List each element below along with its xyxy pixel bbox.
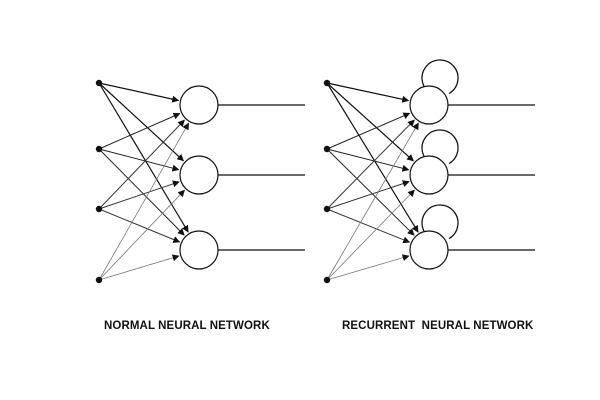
connection-arrow: [98, 112, 181, 150]
connection-arrow: [326, 148, 410, 172]
neuron-node: [409, 85, 449, 125]
input-node: [323, 145, 331, 153]
neuron-node: [179, 230, 219, 270]
connection-arrow: [326, 208, 411, 244]
connection-arrow: [326, 82, 414, 162]
connection-arrow: [98, 82, 185, 162]
input-node: [95, 79, 103, 87]
connection-arrow: [98, 82, 180, 103]
input-node: [323, 276, 331, 284]
connection-arrow: [98, 148, 180, 172]
input-node: [323, 205, 331, 213]
connection-arrow: [326, 148, 415, 236]
neuron-node: [409, 155, 449, 195]
recurrent-loop-arrow: [421, 59, 459, 95]
connection-arrow: [326, 82, 419, 233]
connection-arrow: [98, 189, 185, 281]
connection-arrow: [326, 112, 411, 150]
connection-arrow: [326, 254, 410, 281]
connection-arrow: [326, 82, 410, 103]
connection-arrow: [98, 82, 189, 233]
connection-arrow: [326, 180, 410, 210]
neuron-node: [179, 85, 219, 125]
connection-arrow: [326, 119, 415, 210]
recurrent-network: [323, 59, 535, 284]
input-node: [323, 79, 331, 87]
recurrent-loop-arrow: [421, 204, 459, 240]
neuron-node: [179, 155, 219, 195]
connection-arrow: [98, 119, 185, 210]
connection-arrow: [98, 122, 189, 281]
recurrent-loop-arrow: [421, 129, 459, 165]
neuron-node: [409, 230, 449, 270]
connection-arrow: [98, 208, 181, 243]
caption-normal-network: NORMAL NEURAL NETWORK: [104, 320, 270, 332]
input-node: [95, 276, 103, 284]
input-node: [95, 205, 103, 213]
connection-arrow: [98, 254, 180, 281]
normal-network: [95, 79, 305, 284]
connection-arrow: [326, 189, 415, 281]
input-node: [95, 145, 103, 153]
connection-arrow: [98, 148, 185, 236]
connection-arrow: [98, 180, 180, 210]
connection-arrow: [326, 122, 419, 281]
caption-recurrent-network: RECURRENT NEURAL NETWORK: [342, 320, 534, 332]
